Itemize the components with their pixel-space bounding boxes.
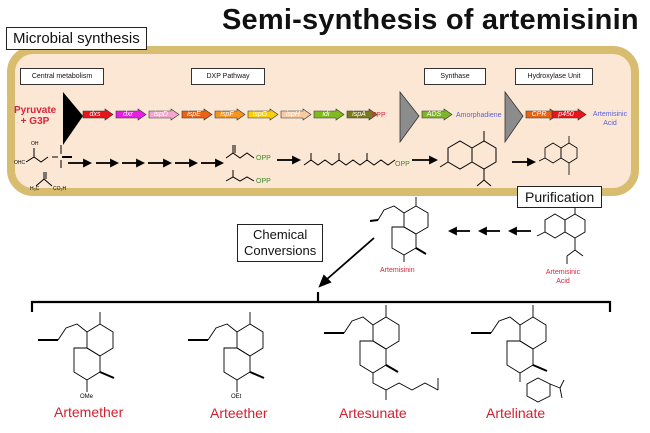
arteether-structure — [188, 312, 265, 392]
gene-ispg: ispG — [247, 108, 279, 121]
gene-p450: p450 — [551, 108, 587, 121]
gene-p450-label: p450 — [558, 111, 574, 118]
gene-arrow-shape — [82, 108, 114, 121]
gene-arrow-shape — [280, 108, 312, 121]
gene-label: idi — [322, 111, 330, 118]
conversion-arrows — [447, 226, 531, 236]
artemether-structure — [38, 312, 115, 392]
derivative-name-artesunate: Artesunate — [339, 405, 407, 421]
central-metabolism-arrows — [68, 158, 225, 168]
gene-label: dxs — [89, 111, 101, 118]
purification-label: Purification — [517, 186, 603, 208]
artemisinic-acid-structure — [536, 206, 586, 264]
dxp-pathway-header: DXP Pathway — [191, 68, 265, 85]
central-metabolism-header: Central metabolism — [20, 68, 104, 85]
gene-ispd: ispD — [148, 108, 180, 121]
hydroxylase-promoter-triangle — [504, 90, 524, 144]
chemical-conversions-label: Chemical Conversions — [237, 224, 324, 262]
artemisinic-text: Artemisinic — [592, 111, 628, 118]
dmapp-opp-label: OPP — [256, 178, 271, 185]
artelinate-structure — [471, 305, 565, 403]
pathway-arrows — [277, 155, 537, 167]
gene-label: ispG — [252, 111, 268, 118]
artemisinin-structure — [369, 197, 429, 262]
artemisinin-label: Artemisinin — [380, 267, 415, 274]
gene-ads: ADS — [421, 108, 453, 121]
g3p-ohc-label: OHC — [14, 160, 26, 166]
fpp-opp-label: OPP — [395, 161, 410, 168]
amorphadiene-structure — [439, 131, 497, 187]
g3p-text: + G3P — [20, 116, 50, 127]
gene-isph: ispH — [280, 108, 312, 121]
gene-cpr-label: CPR — [531, 111, 547, 118]
artemisinic-product-text: Artemisinic — [545, 269, 581, 276]
derivative-name-artelinate: Artelinate — [486, 405, 546, 421]
artemether-ome-label: OMe — [80, 394, 94, 400]
artemisinic-acid-label: Artemisinic Acid — [541, 268, 585, 286]
derivative-name-artemether: Artemether — [54, 404, 124, 420]
gene-arrow-shape — [247, 108, 279, 121]
derivatives-bracket — [30, 292, 612, 312]
synthase-header: Synthase — [424, 68, 486, 85]
hydroxylase-unit-header: Hydroxylase Unit — [515, 68, 593, 85]
gene-arrow-shape — [148, 108, 180, 121]
g3p-oh-label: OH — [31, 141, 39, 147]
chemical-text: Chemical — [253, 227, 308, 242]
artemisinic-acid-panel-label: Artemisinic Acid — [588, 110, 632, 128]
acid-text: Acid — [603, 120, 617, 127]
synthase-promoter-triangle — [399, 90, 420, 144]
pyruvate-g3p-label: Pyruvate + G3P — [14, 105, 56, 127]
gene-label: ispD — [153, 111, 168, 118]
derivative-name-arteether: Arteether — [210, 405, 268, 421]
pyruvate-h3c-label: H₃C — [30, 186, 40, 192]
artemisinic-acid-panel-structure — [538, 136, 578, 175]
gene-idi: idi — [313, 108, 345, 121]
artesunate-structure — [324, 305, 439, 400]
fpp-structure — [303, 153, 396, 166]
gene-arrow-shape — [214, 108, 246, 121]
g3p-structure — [25, 145, 72, 168]
gene-dxr: dxr — [115, 108, 147, 121]
gene-ispf: ispF — [214, 108, 246, 121]
gene-arrow-shape — [346, 108, 378, 121]
gene-label: dxr — [123, 111, 133, 118]
fpp-label: FPP — [372, 112, 386, 119]
conversions-text: Conversions — [244, 243, 317, 258]
dxp-promoter-triangle — [63, 92, 83, 145]
microbial-synthesis-label: Microbial synthesis — [6, 27, 147, 50]
chemical-conversion-arrow — [318, 237, 375, 288]
gene-ispe: ispE — [181, 108, 213, 121]
gene-label: ispE — [187, 111, 201, 118]
gene-arrow-shape — [181, 108, 213, 121]
gene-ads-label: ADS — [426, 111, 442, 118]
ipp-structure — [225, 145, 255, 159]
ipp-opp-label: OPP — [256, 155, 271, 162]
acid-product-text: Acid — [556, 278, 570, 285]
amorphadiene-label: Amorphadiene — [456, 112, 502, 119]
gene-ispa: ispA — [346, 108, 378, 121]
pyruvate-text: Pyruvate — [14, 105, 57, 116]
page-title: Semi-synthesis of artemisinin — [222, 4, 639, 36]
gene-label: ispF — [220, 111, 234, 118]
dmapp-structure — [225, 170, 255, 182]
pyruvate-co2h-label: CO₂H — [53, 186, 67, 192]
gene-arrow-shape — [313, 108, 345, 121]
gene-label: ispA — [352, 111, 366, 118]
arteether-oet-label: OEt — [231, 394, 242, 400]
gene-arrow-shape — [115, 108, 147, 121]
pyruvate-structure — [35, 172, 53, 187]
gene-dxs: dxs — [82, 108, 114, 121]
gene-label: ispH — [285, 111, 300, 118]
